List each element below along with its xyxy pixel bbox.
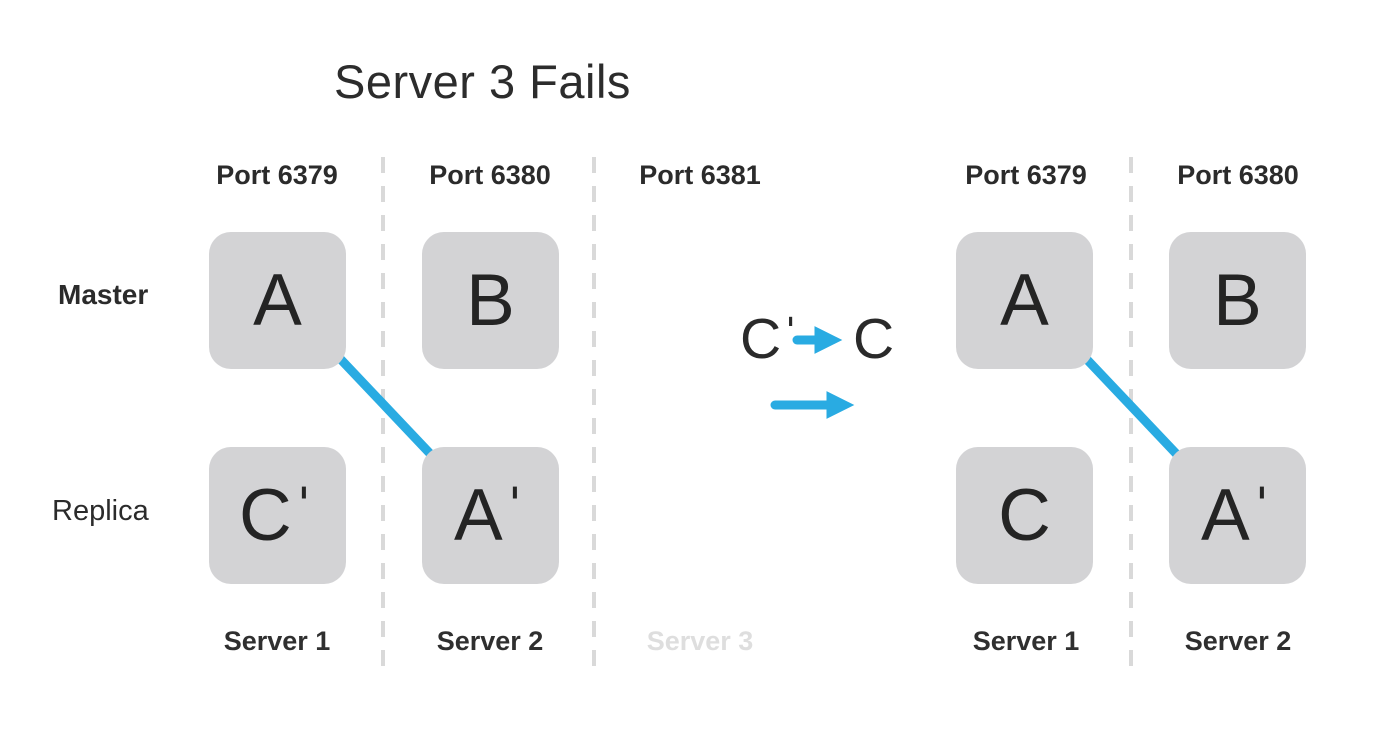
node-right-replica-a-prime: Aˈ: [1169, 447, 1306, 584]
node-left-master-a: A: [209, 232, 346, 369]
node-right-replica-c: C: [956, 447, 1093, 584]
server-label-left-1: Server 1: [223, 626, 331, 656]
server-label-left-2: Server 2: [436, 626, 544, 656]
port-label-left-6379: Port 6379: [216, 160, 338, 190]
port-label-left-6380: Port 6380: [429, 160, 551, 190]
port-label-right-6380: Port 6380: [1177, 160, 1299, 190]
node-right-master-a: A: [956, 232, 1093, 369]
promotion-to-label: C: [853, 307, 895, 371]
server-label-right-2: Server 2: [1184, 626, 1292, 656]
replica-row-label: Replica: [52, 495, 149, 527]
port-label-left-6381: Port 6381: [639, 160, 761, 190]
replication-arrow-right-icon: [1072, 344, 1201, 480]
node-left-replica-c-prime: Cˈ: [209, 447, 346, 584]
port-label-right-6379: Port 6379: [965, 160, 1087, 190]
diagram-title: Server 3 Fails: [334, 55, 631, 108]
node-right-master-b: B: [1169, 232, 1306, 369]
node-left-replica-a-prime: Aˈ: [422, 447, 559, 584]
promotion-from-label: Cˈ: [740, 307, 801, 371]
server-label-left-3-failed: Server 3: [646, 626, 754, 656]
master-row-label: Master: [58, 279, 149, 310]
server-label-right-1: Server 1: [972, 626, 1080, 656]
replication-arrow-left-icon: [325, 343, 454, 479]
node-left-master-b: B: [422, 232, 559, 369]
